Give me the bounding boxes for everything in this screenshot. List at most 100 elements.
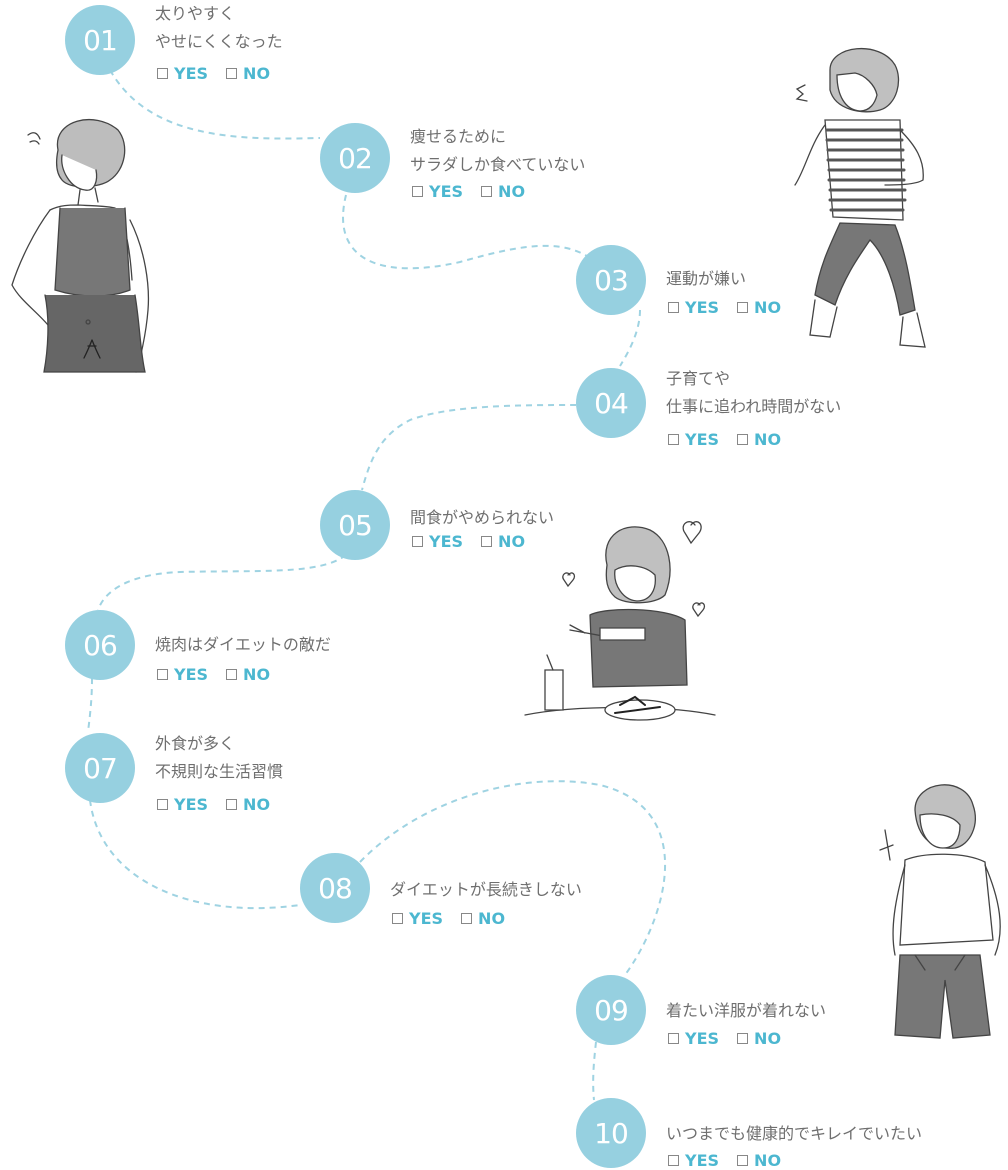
answer-options-04: YES NO bbox=[668, 430, 781, 449]
checkbox-box[interactable] bbox=[226, 669, 238, 680]
answer-options-01: YES NO bbox=[157, 64, 270, 83]
checkbox-box[interactable] bbox=[157, 669, 168, 680]
step-number-04: 04 bbox=[576, 368, 646, 438]
yes-checkbox[interactable]: YES bbox=[392, 909, 443, 928]
step-question-07: 外食が多く 不規則な生活習慣 bbox=[155, 730, 283, 786]
step-number-10: 10 bbox=[576, 1098, 646, 1168]
woman-tight-pants-illustration bbox=[879, 784, 1001, 1039]
no-checkbox[interactable]: NO bbox=[226, 665, 270, 684]
question-line: 太りやすく bbox=[155, 4, 236, 23]
answer-options-10: YES NO bbox=[668, 1151, 781, 1170]
yes-label: YES bbox=[685, 298, 720, 317]
woman-eating-cake-illustration bbox=[524, 521, 716, 721]
answer-options-05: YES NO bbox=[412, 532, 525, 551]
question-line: 仕事に追われ時間がない bbox=[666, 397, 842, 416]
step-question-04: 子育てや 仕事に追われ時間がない bbox=[666, 365, 841, 421]
step-number-02: 02 bbox=[320, 123, 390, 193]
answer-options-06: YES NO bbox=[157, 665, 270, 684]
checkbox-box[interactable] bbox=[737, 1033, 749, 1044]
no-label: NO bbox=[498, 532, 526, 551]
step-question-03: 運動が嫌い bbox=[666, 265, 746, 293]
no-checkbox[interactable]: NO bbox=[226, 795, 270, 814]
question-line: 運動が嫌い bbox=[666, 269, 747, 288]
question-line: ダイエットが長続きしない bbox=[390, 880, 582, 899]
checkbox-box[interactable] bbox=[157, 68, 168, 79]
no-checkbox[interactable]: NO bbox=[481, 532, 525, 551]
yes-checkbox[interactable]: YES bbox=[157, 795, 208, 814]
step-number-05: 05 bbox=[320, 490, 390, 560]
step-question-01: 太りやすく やせにくくなった bbox=[155, 0, 283, 56]
checkbox-box[interactable] bbox=[481, 536, 493, 547]
checkbox-box[interactable] bbox=[412, 186, 423, 197]
no-checkbox[interactable]: NO bbox=[737, 1151, 781, 1170]
yes-label: YES bbox=[685, 430, 720, 449]
checkbox-box[interactable] bbox=[412, 536, 423, 547]
yes-label: YES bbox=[174, 795, 209, 814]
checkbox-box[interactable] bbox=[668, 1155, 679, 1166]
no-checkbox[interactable]: NO bbox=[737, 430, 781, 449]
step-question-06: 焼肉はダイエットの敵だ bbox=[155, 631, 331, 659]
woman-jogging-illustration bbox=[794, 47, 926, 348]
yes-label: YES bbox=[429, 182, 464, 201]
no-label: NO bbox=[243, 795, 271, 814]
step-number-06: 06 bbox=[65, 610, 135, 680]
no-label: NO bbox=[754, 298, 782, 317]
yes-checkbox[interactable]: YES bbox=[157, 665, 208, 684]
no-label: NO bbox=[754, 1029, 782, 1048]
checkbox-box[interactable] bbox=[226, 799, 238, 810]
question-line: 外食が多く bbox=[155, 734, 236, 753]
yes-checkbox[interactable]: YES bbox=[668, 1029, 719, 1048]
step-number-07: 07 bbox=[65, 733, 135, 803]
yes-label: YES bbox=[174, 64, 209, 83]
checkbox-box[interactable] bbox=[668, 302, 679, 313]
no-checkbox[interactable]: NO bbox=[226, 64, 270, 83]
checkbox-box[interactable] bbox=[461, 913, 473, 924]
question-line: 焼肉はダイエットの敵だ bbox=[155, 635, 331, 654]
answer-options-02: YES NO bbox=[412, 182, 525, 201]
checkbox-box[interactable] bbox=[737, 434, 749, 445]
no-checkbox[interactable]: NO bbox=[737, 298, 781, 317]
yes-checkbox[interactable]: YES bbox=[412, 182, 463, 201]
no-checkbox[interactable]: NO bbox=[461, 909, 505, 928]
checkbox-box[interactable] bbox=[226, 68, 238, 79]
checkbox-box[interactable] bbox=[392, 913, 403, 924]
yes-checkbox[interactable]: YES bbox=[668, 1151, 719, 1170]
yes-checkbox[interactable]: YES bbox=[412, 532, 463, 551]
step-number-01: 01 bbox=[65, 5, 135, 75]
question-line: 間食がやめられない bbox=[410, 508, 555, 527]
checkbox-box[interactable] bbox=[737, 302, 749, 313]
checkbox-box[interactable] bbox=[668, 1033, 679, 1044]
no-label: NO bbox=[243, 665, 271, 684]
answer-options-09: YES NO bbox=[668, 1029, 781, 1048]
no-checkbox[interactable]: NO bbox=[481, 182, 525, 201]
yes-label: YES bbox=[685, 1029, 720, 1048]
no-label: NO bbox=[478, 909, 506, 928]
question-line: やせにくくなった bbox=[155, 32, 283, 51]
yes-label: YES bbox=[685, 1151, 720, 1170]
answer-options-03: YES NO bbox=[668, 298, 781, 317]
checkbox-box[interactable] bbox=[737, 1155, 749, 1166]
step-question-08: ダイエットが長続きしない bbox=[390, 876, 582, 904]
step-number-08: 08 bbox=[300, 853, 370, 923]
step-question-05: 間食がやめられない bbox=[410, 504, 554, 532]
no-checkbox[interactable]: NO bbox=[737, 1029, 781, 1048]
question-line: サラダしか食べていない bbox=[410, 155, 586, 174]
step-question-02: 痩せるために サラダしか食べていない bbox=[410, 123, 585, 179]
question-line: 着たい洋服が着れない bbox=[666, 1001, 827, 1020]
step-question-09: 着たい洋服が着れない bbox=[666, 997, 826, 1025]
no-label: NO bbox=[498, 182, 526, 201]
answer-options-07: YES NO bbox=[157, 795, 270, 814]
step-question-10: いつまでも健康的でキレイでいたい bbox=[666, 1120, 922, 1148]
question-line: いつまでも健康的でキレイでいたい bbox=[666, 1124, 923, 1143]
yes-checkbox[interactable]: YES bbox=[157, 64, 208, 83]
yes-checkbox[interactable]: YES bbox=[668, 430, 719, 449]
yes-label: YES bbox=[409, 909, 444, 928]
yes-label: YES bbox=[429, 532, 464, 551]
checkbox-box[interactable] bbox=[481, 186, 493, 197]
yes-checkbox[interactable]: YES bbox=[668, 298, 719, 317]
question-line: 不規則な生活習慣 bbox=[155, 762, 284, 781]
checkbox-box[interactable] bbox=[157, 799, 168, 810]
checkbox-box[interactable] bbox=[668, 434, 679, 445]
question-line: 子育てや bbox=[666, 369, 731, 388]
question-line: 痩せるために bbox=[410, 127, 507, 146]
